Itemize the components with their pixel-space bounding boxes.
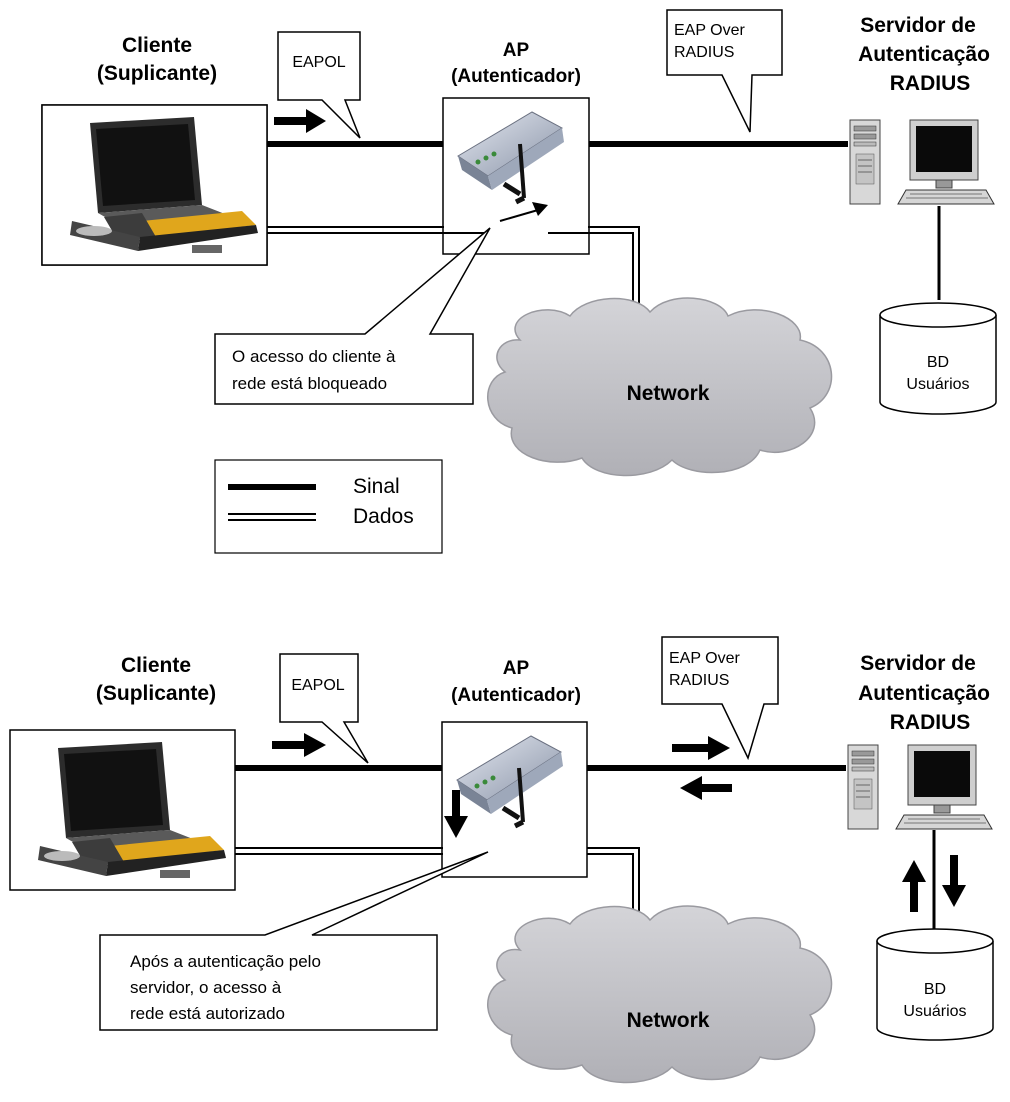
client-title-line2: (Suplicante) [97,62,217,85]
authorized-note-line3: rede está autorizado [130,1004,285,1023]
eap-radius-callout: EAP Over RADIUS [666,9,783,133]
client-title-line2: (Suplicante) [96,682,216,705]
blocked-switch-arrow [499,202,548,222]
signal-arrow-right-client [272,733,326,757]
ap-title-line1: AP [503,40,530,61]
signal-arrow-right [274,109,326,133]
authorized-note-callout: Após a autenticação pelo servidor, o ace… [99,851,489,1031]
client-laptop [9,729,236,891]
db-label-line2: Usuários [906,376,969,393]
ap-title-line2: (Autenticador) [451,685,581,706]
network-label: Network [627,1009,710,1032]
eapol-callout: EAPOL [279,653,369,764]
ap-down-arrow [444,790,468,838]
db-up-arrow [902,860,926,912]
authorized-note-line1: Após a autenticação pelo [130,952,321,971]
blocked-note-callout: O acesso do cliente à rede está bloquead… [214,227,491,405]
client-laptop [41,104,268,266]
network-cloud: Network [487,297,833,477]
authorized-note-line2: servidor, o acesso à [130,978,282,997]
legend-signal-label: Sinal [353,475,400,498]
radius-server [847,744,993,830]
ap-device [442,722,587,878]
ap-title-line2: (Autenticador) [451,66,581,87]
panel-blocked: Cliente (Suplicante) AP (Autenticador) S… [41,9,997,554]
network-label: Network [627,382,710,405]
server-title-line2: Autenticação [858,682,990,705]
radius-server [849,119,995,205]
user-database: BD Usuários [876,928,994,1041]
client-title-line1: Cliente [121,654,191,677]
db-label-line2: Usuários [903,1003,966,1020]
blocked-note-line1: O acesso do cliente à [232,347,396,366]
eap-radius-callout: EAP Over RADIUS [661,636,779,761]
data-link-lines [235,847,640,935]
panel-authorized: Cliente (Suplicante) AP (Autenticador) S… [9,636,994,1084]
db-label-line1: BD [927,354,949,371]
eap-radius-line2: RADIUS [674,44,734,61]
blocked-note-line2: rede está bloqueado [232,374,387,393]
signal-arrow-left-server [680,776,732,800]
signal-arrow-right-server [672,736,730,760]
user-database: BD Usuários [879,302,997,415]
ap-device [443,98,589,255]
server-title-line1: Servidor de [860,14,976,37]
db-label-line1: BD [924,981,946,998]
server-title-line1: Servidor de [860,652,976,675]
eap-radius-line2: RADIUS [669,672,729,689]
network-cloud: Network [487,905,833,1084]
client-title-line1: Cliente [122,34,192,57]
eapol-callout: EAPOL [277,31,361,139]
server-title-line3: RADIUS [890,711,971,734]
db-down-arrow [942,855,966,907]
legend: Sinal Dados [214,459,443,554]
eapol-label: EAPOL [291,677,344,694]
eapol-label: EAPOL [292,54,345,71]
ap-title-line1: AP [503,658,530,679]
server-title-line3: RADIUS [890,72,971,95]
eap-radius-line1: EAP Over [674,22,746,39]
server-title-line2: Autenticação [858,43,990,66]
legend-data-label: Dados [353,505,414,528]
eap-radius-line1: EAP Over [669,650,741,667]
